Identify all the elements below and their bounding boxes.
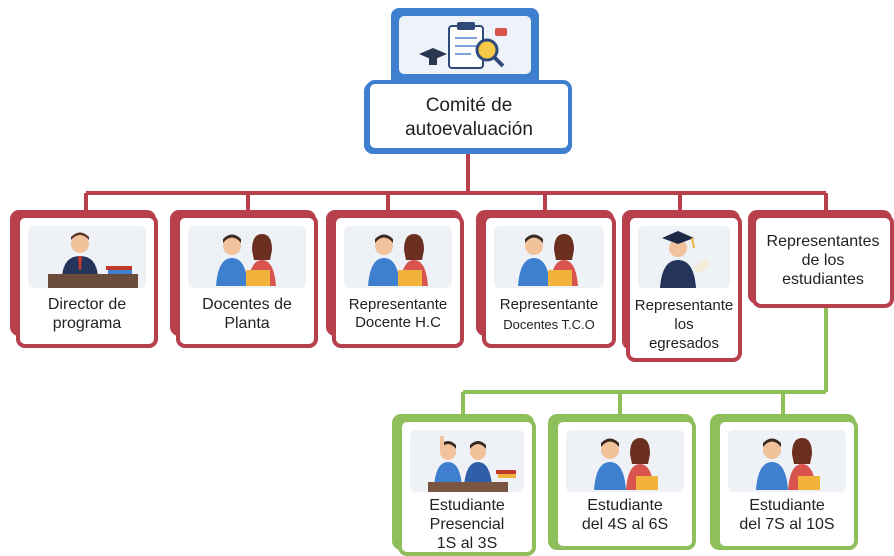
student-label-line1: Estudiante: [587, 497, 663, 514]
student-label-line2: del 7S al 10S: [739, 516, 835, 534]
member-label-line2: Planta: [224, 314, 270, 332]
member-label-line1: Docentes de: [202, 296, 292, 313]
member-label-docente-hc: Representante Docente H.C: [338, 296, 458, 331]
member-label-docentes-tco: Representante Docentes T.C.O: [488, 296, 610, 332]
director-icon: [48, 232, 138, 288]
docentes-planta-illustration: [188, 226, 306, 288]
member-label-line2: Docente H.C: [355, 313, 441, 331]
member-label-line3: estudiantes: [782, 271, 864, 289]
member-node-egresados: Representante los egresados: [626, 214, 742, 362]
student-label-line3: 1S al 3S: [436, 535, 498, 553]
director-illustration: [28, 226, 146, 288]
teachers-pair-icon: [368, 234, 428, 286]
student-label-line1: Estudiante: [429, 497, 505, 514]
member-node-docentes-tco: Representante Docentes T.C.O: [482, 214, 616, 348]
student-label-4s-6s: Estudiante del 4S al 6S: [560, 496, 690, 534]
member-label-line1: Representante: [634, 297, 734, 314]
member-label-line2: programa: [52, 314, 122, 332]
member-node-docentes-planta: Docentes de Planta: [176, 214, 318, 348]
member-label-line1: Director de: [47, 296, 127, 313]
root-illustration: [391, 8, 539, 80]
member-node-director: Director de programa: [16, 214, 158, 348]
students-pair-icon: [594, 438, 658, 490]
student-node-1s-3s: Estudiante Presencial 1S al 3S: [398, 418, 536, 556]
member-label-egresados: Representante los egresados: [632, 296, 736, 354]
student-node-7s-10s: Estudiante del 7S al 10S: [716, 418, 858, 550]
student-4s-6s-illustration: [566, 430, 684, 492]
checklist-icon: [419, 22, 507, 69]
member-label-line2: Docentes T.C.O: [503, 316, 595, 332]
graduate-icon: [660, 231, 710, 288]
docentes-tco-illustration: [494, 226, 604, 288]
student-1s-3s-illustration: [410, 430, 524, 492]
member-node-rep-estudiantes: Representantes de los estudiantes: [752, 214, 894, 308]
teachers-pair-icon: [518, 234, 578, 286]
member-label-line1: Representante: [348, 296, 448, 313]
student-label-7s-10s: Estudiante del 7S al 10S: [722, 496, 852, 534]
member-label-director: Director de programa: [22, 296, 152, 334]
root-label-line1: Comité de: [425, 95, 513, 116]
member-label-line2: los: [674, 316, 694, 334]
member-label-line1: Representantes: [766, 233, 880, 250]
egresados-illustration: [638, 226, 730, 288]
student-label-line1: Estudiante: [749, 497, 825, 514]
root-label-line2: autoevaluación: [405, 118, 533, 140]
member-label-docentes-planta: Docentes de Planta: [182, 296, 312, 334]
student-label-line2: Presencial: [429, 516, 505, 534]
student-node-4s-6s: Estudiante del 4S al 6S: [554, 418, 696, 550]
root-label: Comité de autoevaluación: [370, 94, 568, 142]
docente-hc-illustration: [344, 226, 452, 288]
member-label-rep-estudiantes: Representantes de los estudiantes: [758, 232, 888, 290]
students-pair-icon: [756, 438, 820, 490]
student-label-line2: del 4S al 6S: [581, 516, 669, 534]
member-node-docente-hc: Representante Docente H.C: [332, 214, 464, 348]
student-label-1s-3s: Estudiante Presencial 1S al 3S: [404, 496, 530, 554]
member-label-line2: de los: [801, 252, 845, 270]
root-node-comite: Comité de autoevaluación: [366, 80, 572, 152]
students-group-icon: [428, 436, 516, 492]
member-label-line3: egresados: [648, 335, 720, 353]
student-7s-10s-illustration: [728, 430, 846, 492]
teachers-pair-icon: [216, 234, 276, 286]
member-label-line1: Representante: [499, 296, 599, 313]
